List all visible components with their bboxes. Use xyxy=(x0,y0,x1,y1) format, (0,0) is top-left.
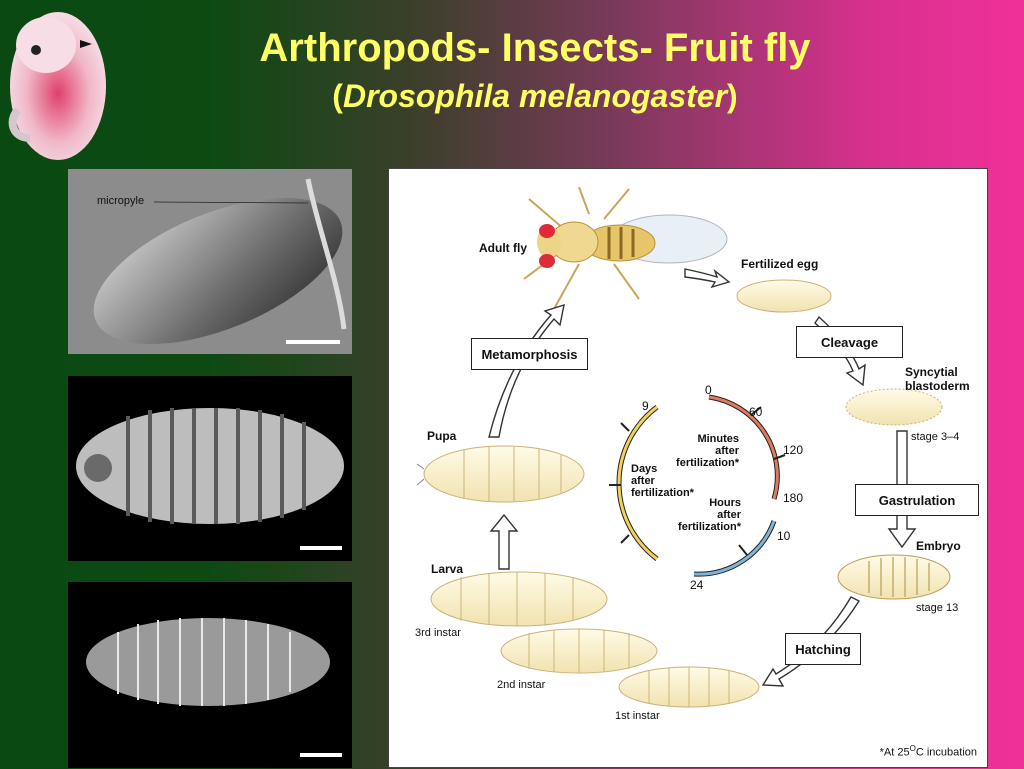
embryo-stage-label: stage 13 xyxy=(916,602,959,614)
minute-tick-0: 0 xyxy=(705,383,712,397)
arrow-pupa-to-adult xyxy=(488,303,565,438)
micropyle-label: micropyle xyxy=(97,195,145,207)
gastrulation-box: Gastrulation xyxy=(855,484,979,516)
third-instar-larva-drawing xyxy=(430,571,608,627)
first-instar-larva-drawing xyxy=(618,666,760,708)
arrow-adult-to-egg xyxy=(684,268,731,289)
first-instar-label: 1st instar xyxy=(615,710,660,722)
larva-micrograph xyxy=(68,582,352,768)
slide-subtitle: (Drosophila melanogaster) xyxy=(332,78,738,114)
adult-fly-drawing xyxy=(523,186,728,310)
metamorphosis-box: Metamorphosis xyxy=(471,338,588,370)
embryo-drawing xyxy=(837,554,951,600)
embryo-micrograph xyxy=(68,376,352,561)
embryo-logo-image xyxy=(0,0,118,168)
hour-tick-24: 24 xyxy=(690,578,704,592)
embryo-label: Embryo xyxy=(916,539,961,553)
second-instar-label: 2nd instar xyxy=(497,679,546,691)
incubation-footnote: *At 25OC incubation xyxy=(879,744,977,759)
larva-label: Larva xyxy=(431,562,464,576)
syncytial-blastoderm-drawing xyxy=(845,388,943,426)
fertilized-egg-label: Fertilized egg xyxy=(741,257,819,271)
species-name: Drosophila melanogaster xyxy=(342,78,728,114)
fertilized-egg-drawing xyxy=(736,279,832,313)
minute-tick-60: 60 xyxy=(749,405,763,419)
hatching-box: Hatching xyxy=(785,633,861,665)
second-instar-larva-drawing xyxy=(500,628,658,674)
adult-fly-label: Adult fly xyxy=(479,241,527,255)
pupa-drawing xyxy=(416,445,585,503)
cleavage-box: Cleavage xyxy=(796,326,903,358)
egg-micrograph: micropyle xyxy=(68,169,352,354)
minute-tick-120: 120 xyxy=(783,443,804,457)
third-instar-label: 3rd instar xyxy=(415,627,461,639)
day-tick-9: 9 xyxy=(642,399,649,413)
arrow-larva-to-pupa xyxy=(489,513,519,570)
minute-tick-180: 180 xyxy=(783,491,804,505)
hour-tick-10: 10 xyxy=(777,529,791,543)
syncytial-stage-label: stage 3–4 xyxy=(911,431,960,443)
pupa-label: Pupa xyxy=(427,429,457,443)
slide-title: Arthropods- Insects- Fruit fly xyxy=(259,26,811,70)
